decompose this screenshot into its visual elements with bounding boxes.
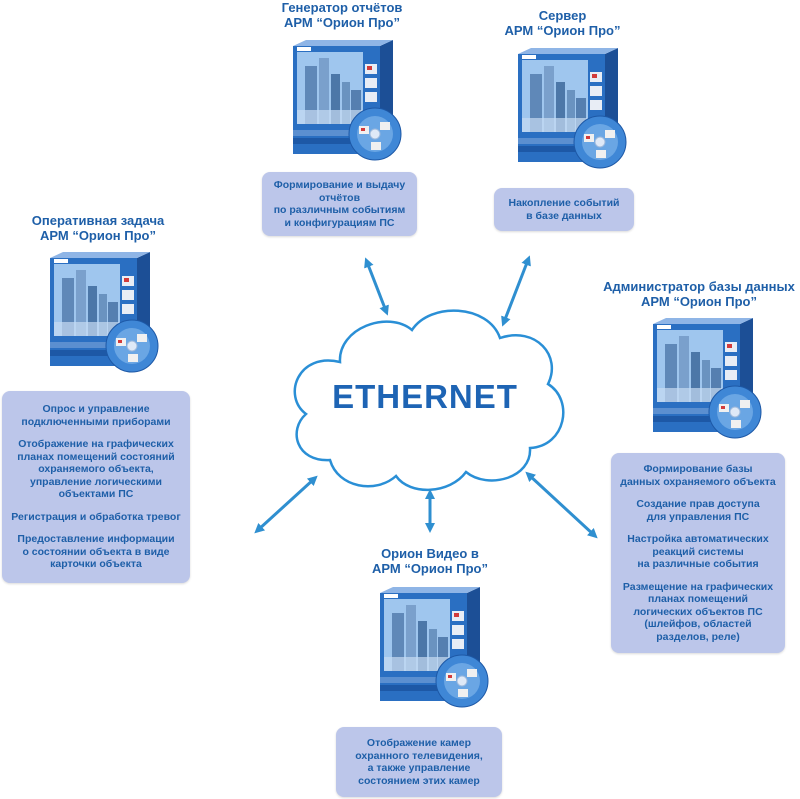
operative-task-title-line-2: АРМ “Орион Про”	[39, 228, 156, 243]
ethernet-label: ETHERNET	[332, 378, 518, 415]
description-line: планах помещений состояний	[17, 450, 175, 463]
description-paragraph: Предоставление информации о состоянии об…	[2, 533, 190, 571]
db-admin-title-line-2: АРМ “Орион Про”	[640, 294, 757, 309]
report-generator-title-line-2: АРМ “Орион Про”	[283, 15, 400, 30]
db-admin-product-image	[645, 316, 765, 446]
description-paragraph: Создание прав доступа для управления ПС	[611, 498, 785, 523]
arrow-db-admin	[525, 471, 598, 539]
description-paragraph: Отображение на графических планах помеще…	[2, 438, 190, 501]
description-line: управление логическими	[29, 475, 163, 488]
description-line: Предоставление информации	[17, 533, 175, 545]
description-line: объектами ПС	[58, 488, 134, 500]
orion-video-description: Отображение камер охранного телевидения,…	[336, 727, 502, 797]
software-box-icon	[518, 48, 627, 169]
arrow-operative-task	[254, 475, 318, 534]
description-line: на различные события	[637, 558, 759, 570]
description-line: охраняемого объекта,	[38, 463, 154, 475]
description-line: данных охраняемого объекта	[620, 475, 776, 488]
description-line: Отображение на графических	[18, 438, 174, 450]
server-title-line-1: Сервер	[538, 8, 587, 23]
description-line: реакций системы	[652, 545, 744, 558]
db-admin-description: Формирование базы данных охраняемого объ…	[611, 453, 785, 653]
description-line: подключенными приборами	[21, 415, 171, 428]
description-line: (шлейфов, областей	[644, 618, 752, 630]
software-box-icon	[293, 40, 402, 161]
description-line: о состоянии объекта в виде	[22, 545, 170, 558]
software-box-icon	[50, 252, 159, 373]
description-paragraph: Опрос и управление подключенными прибора…	[2, 403, 190, 428]
server-title: Сервер АРМ “Орион Про”	[490, 8, 635, 38]
description-paragraph: Размещение на графических планах помещен…	[611, 581, 785, 644]
description-line: Настройка автоматических	[627, 533, 769, 545]
operative-task-title-line-1: Оперативная задача	[31, 213, 165, 228]
server-title-line-2: АРМ “Орион Про”	[504, 23, 621, 38]
description-line: и конфигурациям ПС	[284, 216, 395, 229]
description-line: карточки объекта	[50, 558, 142, 570]
description-line: Накопление событий	[508, 197, 620, 209]
operative-task-product-image	[42, 250, 162, 380]
db-admin-title: Администратор базы данных АРМ “Орион Про…	[596, 279, 800, 309]
description-line: Опрос и управление	[42, 403, 150, 415]
software-box-icon	[380, 587, 489, 708]
operative-task-title: Оперативная задача АРМ “Орион Про”	[18, 213, 178, 243]
orion-video-title-line-1: Орион Видео в	[381, 546, 479, 561]
description-line: по различным событиям	[273, 204, 406, 216]
description-line: Создание прав доступа	[636, 498, 760, 510]
description-line: Регистрация и обработка тревог	[11, 510, 181, 523]
report-generator-title-line-1: Генератор отчётов	[281, 0, 403, 15]
db-admin-title-line-1: Администратор базы данных	[603, 279, 795, 294]
description-paragraph: Настройка автоматических реакций системы…	[611, 533, 785, 571]
ethernet-cloud	[293, 309, 565, 491]
description-line: охранного телевидения,	[355, 749, 483, 762]
description-line: логических объектов ПС	[633, 605, 763, 618]
description-paragraph: Формирование базы данных охраняемого объ…	[611, 463, 785, 488]
software-box-icon	[653, 318, 762, 439]
report-generator-product-image	[285, 38, 405, 168]
description-line: состоянием этих камер	[358, 774, 480, 787]
description-line: для управления ПС	[646, 510, 750, 523]
description-line: Формирование и выдачу	[273, 179, 406, 191]
description-line: отчётов	[318, 191, 361, 204]
report-generator-title: Генератор отчётов АРМ “Орион Про”	[262, 0, 422, 30]
server-description: Накопление событий в базе данных	[494, 188, 634, 231]
description-paragraph: Регистрация и обработка тревог	[2, 511, 190, 524]
operative-task-description: Опрос и управление подключенными прибора…	[2, 391, 190, 583]
description-line: а также управление	[367, 762, 471, 774]
description-line: планах помещений	[648, 593, 748, 605]
description-line: разделов, реле)	[656, 630, 740, 643]
report-generator-description: Формирование и выдачу отчётов по различн…	[262, 172, 417, 236]
description-line: Формирование базы	[643, 463, 753, 475]
description-line: Размещение на графических	[622, 580, 774, 593]
description-line: Отображение камер	[366, 737, 472, 749]
description-line: в базе данных	[526, 209, 602, 222]
arrow-server	[501, 255, 531, 327]
orion-video-title: Орион Видео в АРМ “Орион Про”	[360, 546, 500, 576]
orion-video-product-image	[372, 585, 492, 715]
arrow-report-generator	[364, 257, 389, 316]
server-product-image	[510, 46, 630, 176]
orion-video-title-line-2: АРМ “Орион Про”	[371, 561, 488, 576]
